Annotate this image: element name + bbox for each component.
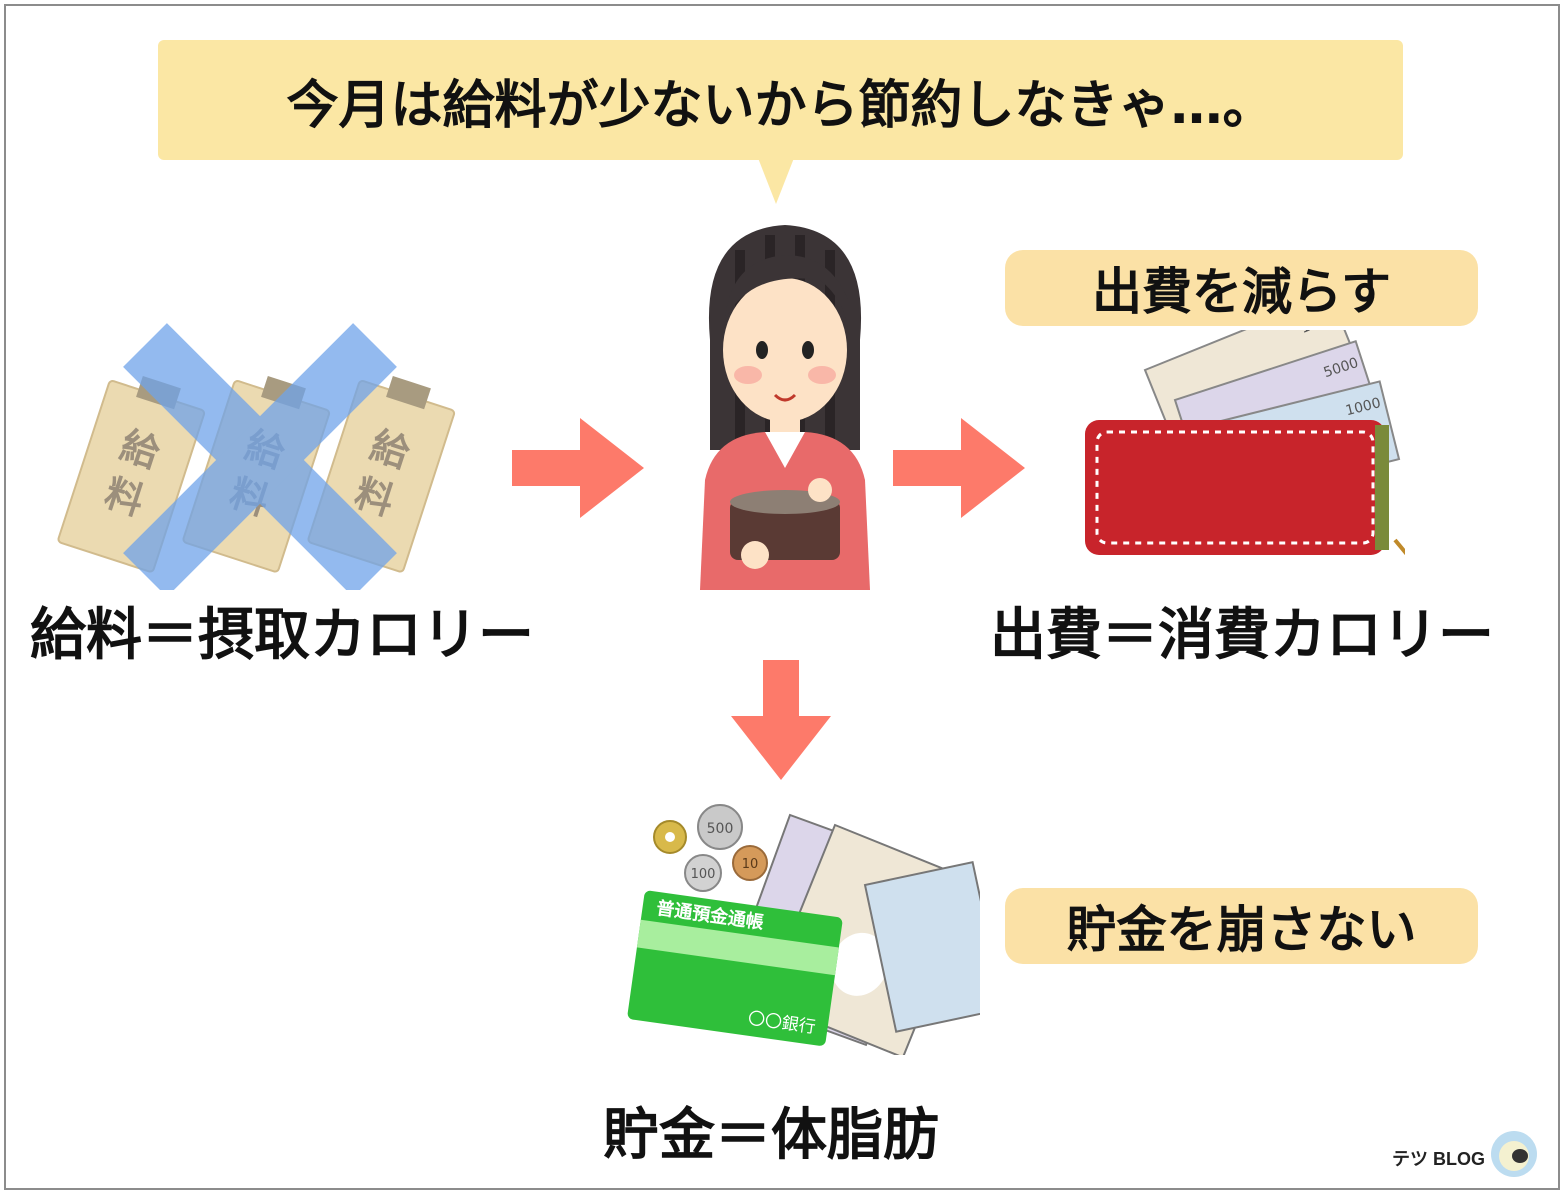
- speech-bubble-text: 今月は給料が少ないから節約しなきゃ…。: [286, 75, 1275, 136]
- savings-illustration: 500 100 10 普通預金通帳 〇〇銀行: [627, 804, 980, 1055]
- arrow-down-person-to-savings: [731, 660, 831, 780]
- coin-100: 100: [684, 854, 722, 892]
- brand-label: テツ BLOG: [1392, 1149, 1485, 1169]
- caption-salary: 給料＝摂取カロリー: [30, 603, 534, 668]
- coin-10: 10: [732, 845, 768, 881]
- sheep-logo-icon: [1491, 1131, 1537, 1177]
- arrow-right-person-to-wallet: [893, 418, 1025, 518]
- tag-reduce-expense: 出費を減らす: [1005, 250, 1478, 326]
- bankbook: 普通預金通帳 〇〇銀行: [627, 890, 843, 1046]
- caption-expense: 出費＝消費カロリー: [990, 603, 1494, 668]
- arrow-right-salary-to-person: [512, 418, 644, 518]
- caption-savings: 貯金＝体脂肪: [603, 1103, 939, 1168]
- diagram-frame: [4, 4, 1560, 1190]
- coin-500: 500: [697, 804, 743, 850]
- coins: 500 100 10: [653, 804, 768, 892]
- cross-mark: [123, 323, 397, 590]
- speech-bubble-tail: [758, 158, 794, 204]
- speech-bubble: 今月は給料が少ないから節約しなきゃ…。: [158, 40, 1403, 160]
- salary-envelopes-illustration: 給 料 給 料 給 料: [57, 323, 456, 590]
- tag-keep-savings: 貯金を崩さない: [1005, 888, 1478, 964]
- tag-keep-savings-text: 貯金を崩さない: [1066, 901, 1417, 959]
- woman-with-purse-illustration: [700, 225, 870, 590]
- wallet-with-bills-illustration: 10000 5000 1000: [1085, 330, 1405, 556]
- svg-text:500: 500: [707, 821, 734, 837]
- svg-text:100: 100: [691, 867, 716, 882]
- tag-reduce-expense-text: 出費を減らす: [1092, 263, 1391, 321]
- svg-text:10: 10: [742, 857, 759, 872]
